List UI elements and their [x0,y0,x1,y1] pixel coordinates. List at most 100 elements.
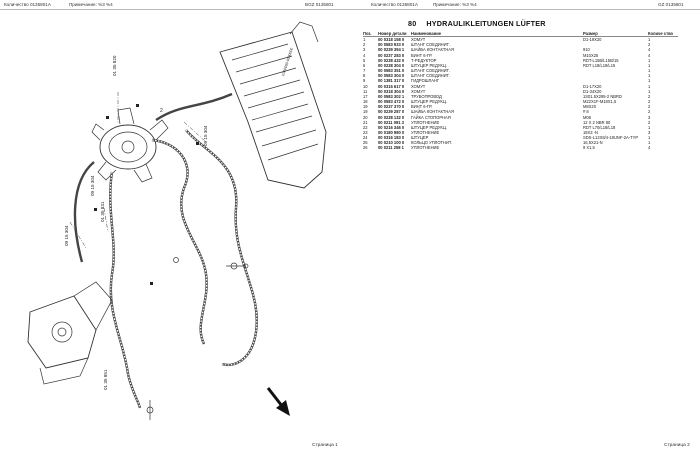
cell-name: ТРУБОПРОВОД [411,93,442,99]
cell-name: ШТАНГ СОЕДИНИТ. [411,42,450,48]
cell-part-number: 00 0583 351 0 [378,68,405,74]
cell-qty: 1 [648,124,651,130]
cell-part-number: 00 0180 980 0 [378,129,405,135]
cell-pos: 21 [363,119,368,125]
cell-name: ХОМУТ [411,37,426,43]
section-number: 80 [408,19,417,28]
col-header-qty: Количе ство [648,31,678,38]
cell-size: RDT L70/L18/L18 [583,124,616,130]
cell-pos: 2 [363,42,366,48]
cell-part-number: 00 0239 394 1 [378,47,405,53]
col-header-size: Размер [583,31,648,38]
cell-qty: 1 [648,135,651,141]
cell-part-number: 00 0238 304 0 [378,62,405,68]
cell-qty: 2 [648,93,651,99]
leader-lines [69,92,207,249]
cell-size: M10X25 [583,52,599,58]
cell-pos: 19 [363,109,368,115]
cell-qty: 3 [648,114,651,120]
cell-pos: 19 [363,104,368,110]
cell-pos: 4 [363,52,366,58]
cell-size: M8X20 [583,104,596,110]
cell-part-number: 00 0318 304 0 [378,88,405,94]
cell-pos: 25 [363,140,368,146]
cell-size: 9 X1,5 [583,145,595,151]
cell-size: SDS-L12X8/4-18UNF-2A-TYP [583,135,639,141]
right-header-code: GZ 0135801 [658,2,684,7]
cell-part-number: 00 0216 346 0 [378,124,405,130]
col-header-name: Наименование [411,31,583,38]
cell-name: УПЛОТНЕНИЕ [411,145,440,151]
right-header-note: Примечание: %3 %4 [433,2,477,7]
cell-pos: 20 [363,114,368,120]
cell-qty: 1 [648,83,651,89]
cell-size: RDT L18/L18/L15 [583,62,616,68]
fan-motor-assembly [91,107,169,183]
cell-qty: 1 [648,62,651,68]
cell-size: 910 [583,47,590,53]
cell-part-number: 00 0211 258 1 [378,145,404,151]
drawing-label: 01 35 831 [100,201,105,222]
cell-pos: 23 [363,129,368,135]
col-header-part-number: Номер детали [378,31,411,38]
cell-qty: 2 [648,119,651,125]
cell-part-number: 00 0318 158 0 [378,37,405,43]
cell-part-number: 00 0583 933 0 [378,42,405,48]
cell-pos: 3 [363,47,366,53]
cell-qty: 4 [648,145,651,151]
drawing-label: 01 35 820 [112,55,117,76]
cell-part-number: 00 0210 100 0 [378,140,405,146]
cell-pos: 6 [363,62,366,68]
cell-size: D1-17X20 [583,83,602,89]
cell-size: D1-34X20 [583,88,602,94]
cell-name: Т-РЕДУКТОР [411,57,437,63]
cell-name: ГАЙКА СТОПОРНАЯ [411,114,451,120]
callout-number: 2 [160,108,163,114]
cell-qty: 1 [648,73,651,79]
cell-name: ШАЙБА КОНТАКТНАЯ [411,47,454,53]
table-row: 3 00 0239 394 1 ШАЙБА КОНТАКТНАЯ 910 4 [363,47,678,52]
cell-size: D1-19X20 [583,37,602,43]
cell-part-number: 00 0583 472 0 [378,99,405,105]
left-header-note: Примечание: %3 %4 [69,2,113,7]
left-header-quantity: Количество 0135801A [4,2,51,7]
cell-name: ШАЙБА КОНТАКТНАЯ [411,109,454,115]
cell-qty: 1 [648,140,651,146]
orientation-arrow-icon [266,387,290,416]
cell-part-number: 00 0315 617 0 [378,83,405,89]
cell-qty: 4 [648,47,651,53]
parts-table-body: 1 00 0318 158 0 ХОМУТ D1-19X20 1 2 00 0583 93… [363,37,678,151]
left-page-number: Страница 1 [312,443,338,448]
cell-pos: 22 [363,124,368,130]
drawing-label: 0100000-0000000 [281,47,294,76]
cell-pos: 11 [363,88,368,94]
engine-block [219,21,327,189]
cell-part-number: 00 0239 287 0 [378,109,405,115]
cell-qty: 1 [648,78,651,84]
cell-pos: 24 [363,135,368,141]
cell-qty: 3 [648,129,651,135]
cell-name: ВИНТ 6-ГР. [411,52,433,58]
cell-name: ГИДРОШЛАНГ [411,78,440,84]
parts-table: Поз. Номер детали Наименование Размер Ко… [363,31,678,151]
cell-qty: 2 [648,42,651,48]
section-title-text: HYDRAULIKLEITUNGEN LÜFTER [426,19,546,28]
cell-part-number: 00 0238 132 0 [378,114,405,120]
cell-name: КОЛЬЦО УПЛОТНИТ. [411,140,453,146]
cell-part-number: 00 0237 283 0 [378,52,405,58]
table-row: 4 00 0237 283 0 ВИНТ 6-ГР. M10X25 4 [363,53,678,58]
cell-name: ШТУЦЕР [411,135,429,141]
cell-qty: 4 [648,52,651,58]
